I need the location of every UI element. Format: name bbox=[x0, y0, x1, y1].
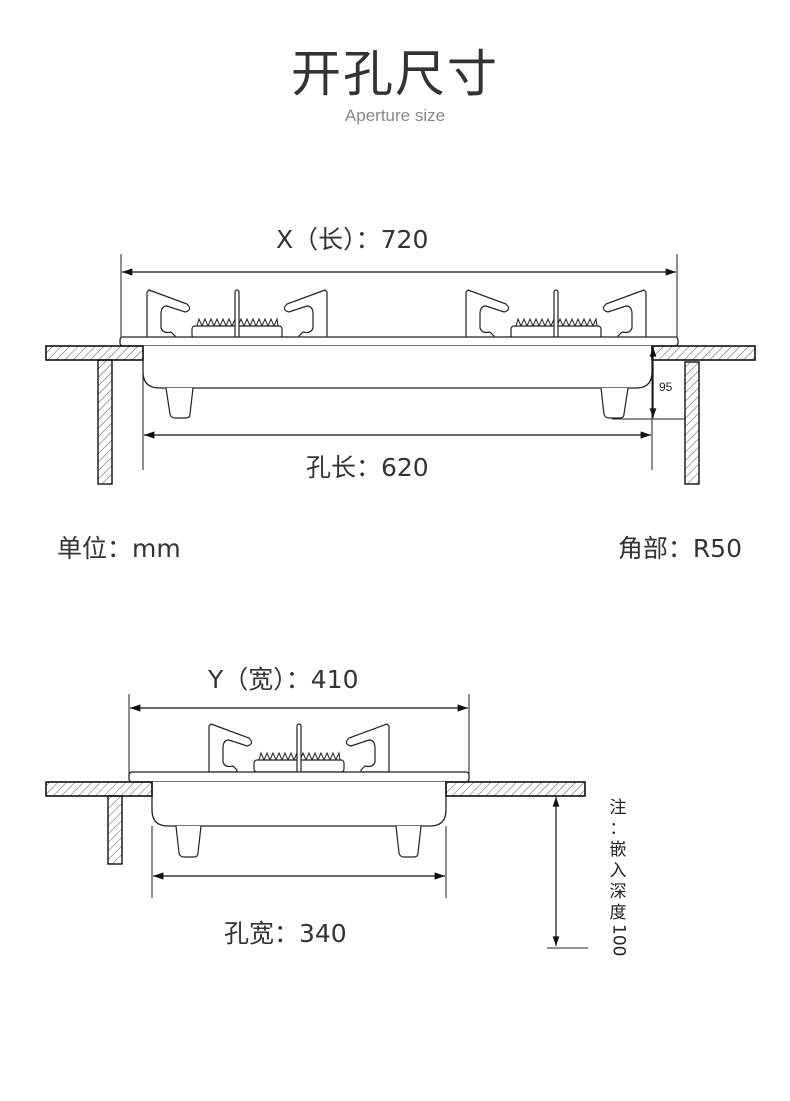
right-countertop bbox=[651, 345, 756, 361]
burner-icon bbox=[208, 723, 390, 775]
left-countertop bbox=[45, 345, 144, 361]
left-foot bbox=[165, 387, 194, 419]
right-countertop bbox=[445, 781, 586, 797]
overall-length-label: X（长）：720 bbox=[276, 225, 429, 254]
cooktop-body bbox=[142, 346, 653, 389]
right-burner-icon bbox=[465, 289, 647, 341]
right-cabinet-wall bbox=[684, 361, 700, 485]
corner-radius-label: 角部：R50 bbox=[617, 534, 742, 563]
page-title: 开孔尺寸 bbox=[291, 45, 499, 103]
cabinet-wall bbox=[107, 795, 123, 865]
cooktop-panel bbox=[119, 336, 679, 347]
top-length-diagram: 95 bbox=[45, 254, 756, 485]
cooktop-panel bbox=[128, 771, 470, 783]
left-foot bbox=[175, 825, 202, 858]
cooktop-body bbox=[151, 782, 447, 827]
overall-width-label: Y（宽）：410 bbox=[208, 665, 359, 694]
right-foot bbox=[395, 825, 422, 858]
left-countertop bbox=[45, 781, 153, 797]
left-cabinet-wall bbox=[97, 359, 113, 485]
hole-length-label: 孔长：620 bbox=[306, 453, 429, 482]
bottom-width-diagram bbox=[45, 694, 588, 949]
hole-width-label: 孔宽：340 bbox=[224, 919, 347, 948]
unit-label: 单位：mm bbox=[57, 534, 181, 563]
left-burner-icon bbox=[146, 289, 328, 341]
right-foot bbox=[600, 387, 629, 419]
depth-label: 95 bbox=[659, 380, 673, 394]
page-subtitle: Aperture size bbox=[344, 106, 446, 125]
